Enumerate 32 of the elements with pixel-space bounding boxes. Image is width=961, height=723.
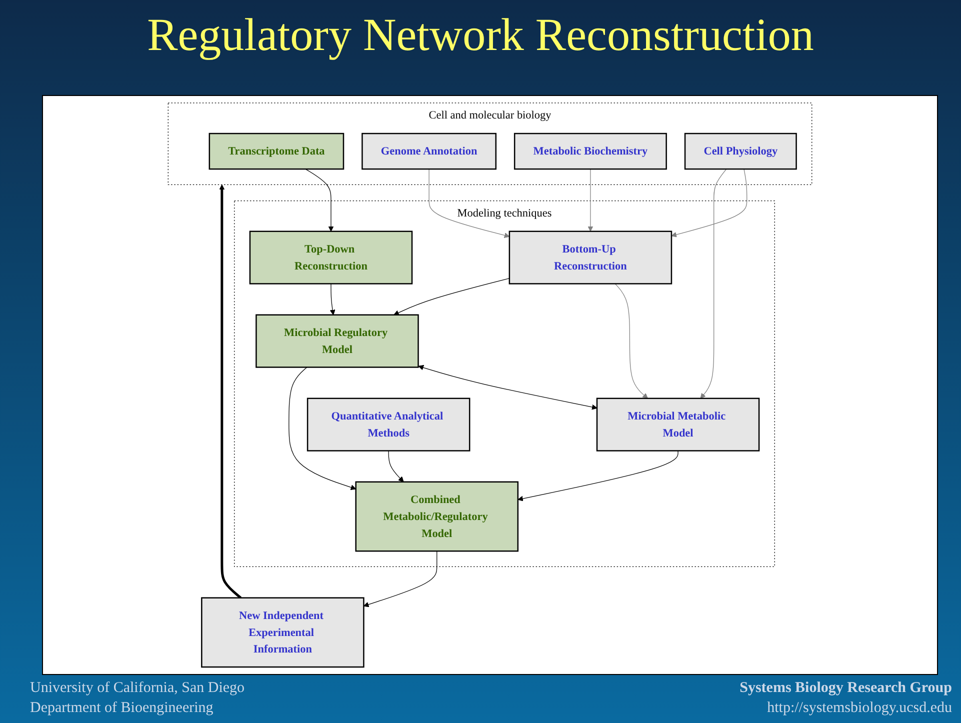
arrow bbox=[330, 283, 336, 316]
group-title: Modeling techniques bbox=[457, 206, 552, 219]
group-title: Cell and molecular biology bbox=[428, 108, 552, 122]
footer-text: http://systemsbiology.ucsd.edu bbox=[767, 700, 952, 717]
process-box: Transcriptome Data bbox=[208, 132, 344, 170]
footer-text: Systems Biology Research Group bbox=[740, 680, 952, 697]
process-box: Microbial Regulatory Model bbox=[256, 314, 419, 368]
footer-text: Department of Bioengineering bbox=[30, 700, 214, 717]
arrow bbox=[219, 184, 242, 599]
process-box: Quantitative Analytical Methods bbox=[306, 398, 470, 452]
arrow bbox=[288, 366, 356, 490]
process-box: New Independent Experimental Information bbox=[201, 597, 364, 668]
arrow bbox=[418, 364, 598, 410]
process-box: Microbial Metabolic Model bbox=[596, 398, 760, 452]
footer-text: University of California, San Diego bbox=[30, 680, 245, 697]
arrow bbox=[305, 168, 334, 232]
process-box: Combined Metabolic/Regulatory Model bbox=[355, 481, 519, 552]
arrow bbox=[428, 168, 510, 238]
arrow bbox=[671, 168, 748, 238]
arrow bbox=[388, 450, 404, 482]
arrow bbox=[588, 168, 594, 232]
process-box: Top-Down Reconstruction bbox=[249, 230, 413, 284]
arrow bbox=[614, 283, 648, 399]
process-box: Genome Annotation bbox=[362, 132, 496, 170]
slide-title: Regulatory Network Reconstruction bbox=[146, 8, 815, 61]
arrow bbox=[394, 278, 510, 316]
arrow bbox=[363, 550, 438, 608]
process-box: Cell Physiology bbox=[684, 132, 797, 170]
arrow bbox=[700, 168, 727, 399]
process-box: Metabolic Biochemistry bbox=[514, 132, 667, 170]
arrow bbox=[518, 450, 678, 502]
process-box: Bottom-Up Reconstruction bbox=[508, 230, 672, 284]
